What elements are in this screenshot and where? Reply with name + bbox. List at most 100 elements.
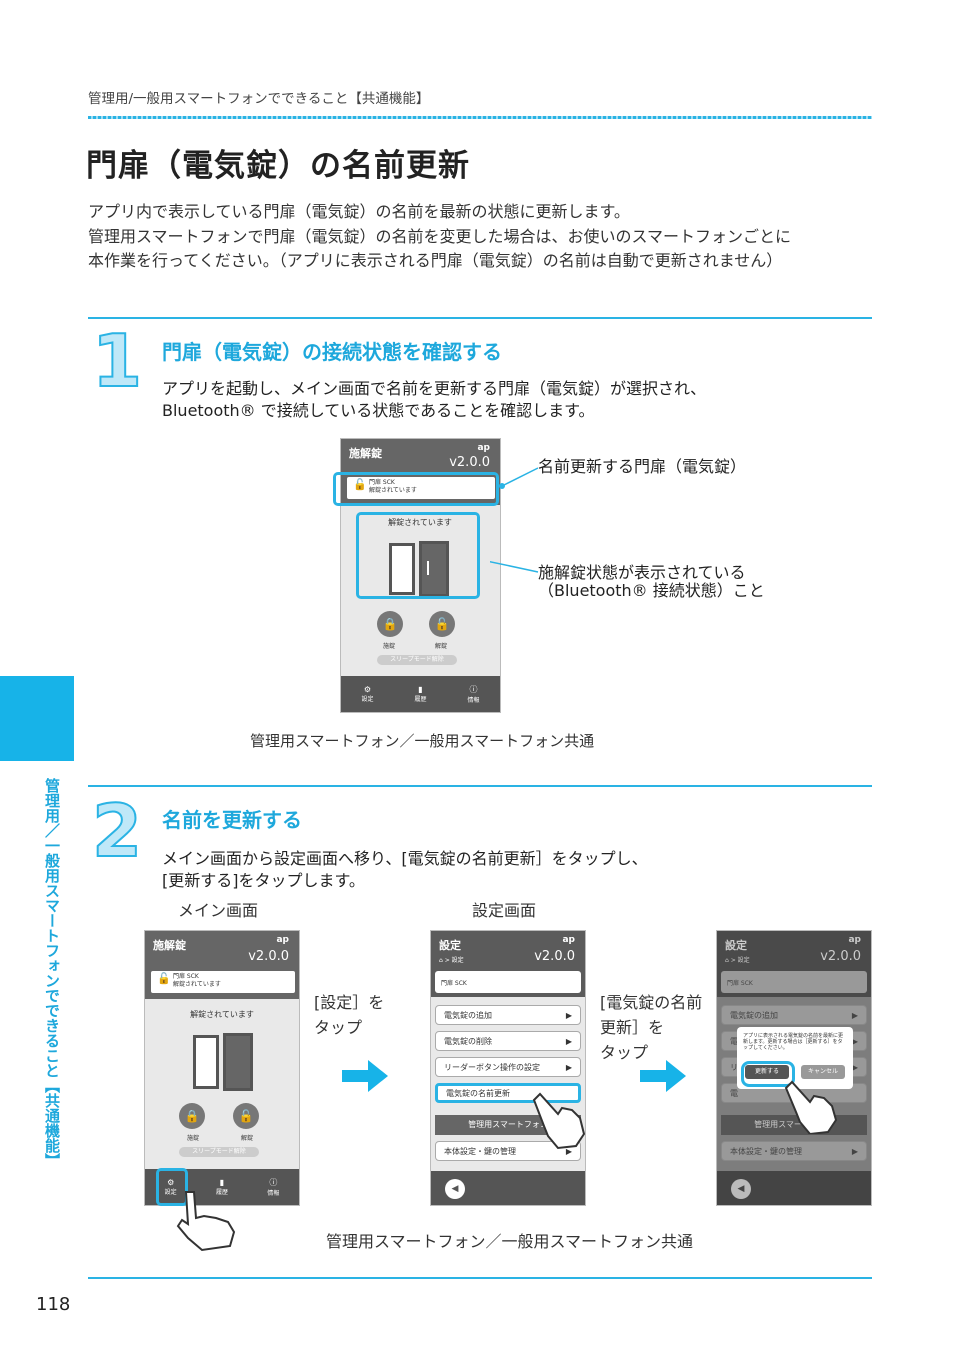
lock-button[interactable]: 🔒 — [179, 1103, 205, 1129]
label-main-screen: メイン画面 — [178, 901, 259, 920]
chevron-right-icon: ▶ — [851, 1146, 858, 1156]
highlight-update-button — [741, 1061, 795, 1087]
tap-hand-icon — [784, 1080, 838, 1134]
back-button[interactable]: ◀ — [445, 1179, 465, 1199]
unlock-button[interactable]: 🔓 — [233, 1103, 259, 1129]
settings-title: 設定 — [725, 939, 747, 952]
lock-label: 施錠 — [187, 1135, 200, 1142]
lock-label: 施錠 — [383, 643, 396, 650]
nav-label: 履歴 — [414, 696, 427, 703]
nav-history[interactable]: ▮ 履歴 — [216, 1178, 228, 1196]
section-divider — [88, 317, 872, 319]
menu-label: 本体設定・鍵の管理 — [730, 1146, 802, 1156]
device-name: 門扉 SCK — [173, 973, 199, 980]
phone-dialog-screen: 設定 ⌂ > 設定 ap v2.0.0 門扉 SCK 電気錠の追加▶ 電▶ リ▶… — [716, 930, 872, 1206]
back-icon: ◀ — [737, 1184, 745, 1194]
unlock-icon: 🔓 — [238, 1109, 254, 1123]
lock-status-text: 解錠されています — [190, 1010, 254, 1019]
unlock-label: 解錠 — [241, 1135, 254, 1142]
door-open-icon — [191, 1033, 257, 1091]
nav-label: 履歴 — [215, 1189, 228, 1196]
breadcrumb: 管理用/一般用スマートフォンでできること【共通機能】 — [88, 91, 430, 107]
menu-device-settings: 本体設定・鍵の管理 ▶ — [721, 1141, 867, 1161]
app-logo: ap — [276, 935, 289, 945]
header-divider — [88, 116, 872, 119]
callout-status-line: 施解錠状態が表示されている — [538, 563, 746, 582]
chevron-right-icon: ▶ — [565, 1146, 572, 1156]
menu-label: 電気錠の追加 — [444, 1010, 492, 1020]
menu-label: 電気錠の名前更新 — [446, 1088, 510, 1098]
device-card[interactable]: 🔓 門扉 SCK 解錠されています — [151, 971, 295, 993]
unlock-button[interactable]: 🔓 — [429, 611, 455, 637]
section-divider — [88, 1277, 872, 1279]
step2-caption: 管理用スマートフォン／一般用スマートフォン共通 — [326, 1232, 694, 1251]
menu-add-lock[interactable]: 電気錠の追加 ▶ — [435, 1005, 581, 1025]
update-dialog: アプリに表示される電気錠の名前を最新に更新します。更新する場合は［更新する］をタ… — [737, 1027, 853, 1089]
history-icon: ▮ — [418, 685, 423, 694]
device-card[interactable]: 🔓 門扉 SCK 解錠されています — [347, 477, 495, 499]
back-icon: ◀ — [451, 1184, 459, 1194]
intro-line: 本作業を行ってください。（アプリに表示される門扉（電気錠）の名前は自動で更新され… — [88, 251, 783, 270]
nav-label: 情報 — [467, 697, 480, 704]
info-icon: ⓘ — [269, 1178, 278, 1187]
callout-status-line: （Bluetooth® 接続状態）こと — [538, 581, 765, 600]
gear-icon: ⚙ — [363, 685, 372, 694]
app-version: v2.0.0 — [449, 455, 490, 470]
settings-breadcrumb: ⌂ > 設定 — [439, 957, 464, 964]
step1-desc-line: アプリを起動し、メイン画面で名前を更新する門扉（電気錠）が選択され、 — [162, 379, 707, 398]
app-logo: ap — [848, 935, 861, 945]
section-divider — [88, 785, 872, 787]
chevron-right-icon: ▶ — [851, 1036, 858, 1046]
tap-update-text: [電気錠の名前 更新］を タップ — [600, 990, 702, 1065]
door-open-icon — [387, 541, 453, 597]
side-tab — [0, 676, 74, 761]
chevron-right-icon: ▶ — [565, 1036, 572, 1046]
menu-label: 電 — [730, 1088, 738, 1098]
device-name: 門扉 SCK — [369, 479, 395, 486]
app-header: 施解錠 ap v2.0.0 🔓 門扉 SCK 解錠されています — [341, 439, 500, 505]
page-title: 門扉（電気錠）の名前更新 — [86, 148, 470, 184]
dialog-update-button[interactable]: 更新する — [745, 1065, 789, 1079]
phone-settings-screen: 設定 ⌂ > 設定 ap v2.0.0 門扉 SCK 電気錠の追加 ▶ 電気錠の削… — [430, 930, 586, 1206]
nav-settings[interactable]: ⚙設定 — [165, 1178, 177, 1196]
intro-line: 管理用スマートフォンで門扉（電気錠）の名前を変更した場合は、お使いのスマートフォ… — [88, 226, 792, 246]
menu-reader-button[interactable]: リーダーボタン操作の設定▶ — [435, 1057, 581, 1077]
chevron-right-icon: ▶ — [565, 1010, 572, 1020]
menu-label: 電気錠の削除 — [444, 1036, 492, 1046]
sleep-button[interactable]: スリープモード解除 — [377, 655, 457, 665]
app-version: v2.0.0 — [534, 949, 575, 964]
intro-line: アプリ内で表示している門扉（電気錠）の名前を最新の状態に更新します。 — [88, 202, 630, 221]
gear-icon: ⚙ — [167, 1178, 175, 1187]
menu-label: リ — [730, 1062, 738, 1072]
tap-line: [設定］を — [314, 993, 385, 1012]
step2-desc-line: メイン画面から設定画面へ移り、[電気錠の名前更新］をタップし、 — [162, 849, 648, 868]
menu-label: リーダーボタン操作の設定 — [444, 1062, 540, 1072]
settings-device[interactable]: 門扉 SCK — [435, 971, 581, 993]
nav-history[interactable]: ▮ 履歴 — [414, 685, 426, 703]
callout-lines — [490, 467, 539, 573]
menu-label: 電 — [730, 1036, 738, 1046]
dialog-cancel-button[interactable]: キャンセル — [801, 1065, 845, 1079]
step-number-1: 1 — [91, 319, 143, 403]
app-version: v2.0.0 — [248, 949, 289, 964]
app-version: v2.0.0 — [820, 949, 861, 964]
phone-main-screen: 施解錠 ap v2.0.0 🔓 門扉 SCK 解錠されています 解錠されています… — [340, 438, 501, 713]
sleep-button[interactable]: スリープモード解除 — [179, 1147, 259, 1157]
settings-header: 設定 ⌂ > 設定 ap v2.0.0 門扉 SCK — [431, 931, 585, 997]
arrow-right-icon — [640, 1060, 686, 1092]
nav-settings[interactable]: ⚙設定 — [361, 685, 373, 703]
side-label: 管理用／一般用スマートフォンでできること【共通機能】 — [43, 778, 61, 1168]
menu-delete-lock[interactable]: 電気錠の削除 ▶ — [435, 1031, 581, 1051]
dialog-message: アプリに表示される電気錠の名前を最新に更新します。更新する場合は［更新する］をタ… — [743, 1033, 844, 1051]
back-button: ◀ — [731, 1179, 751, 1199]
tap-line: 更新］を — [600, 1018, 665, 1037]
menu-device-settings[interactable]: 本体設定・鍵の管理▶ — [435, 1141, 581, 1161]
lock-button[interactable]: 🔒 — [377, 611, 403, 637]
history-icon: ▮ — [219, 1178, 225, 1187]
highlight-device — [333, 472, 499, 506]
chevron-right-icon: ▶ — [851, 1010, 858, 1020]
